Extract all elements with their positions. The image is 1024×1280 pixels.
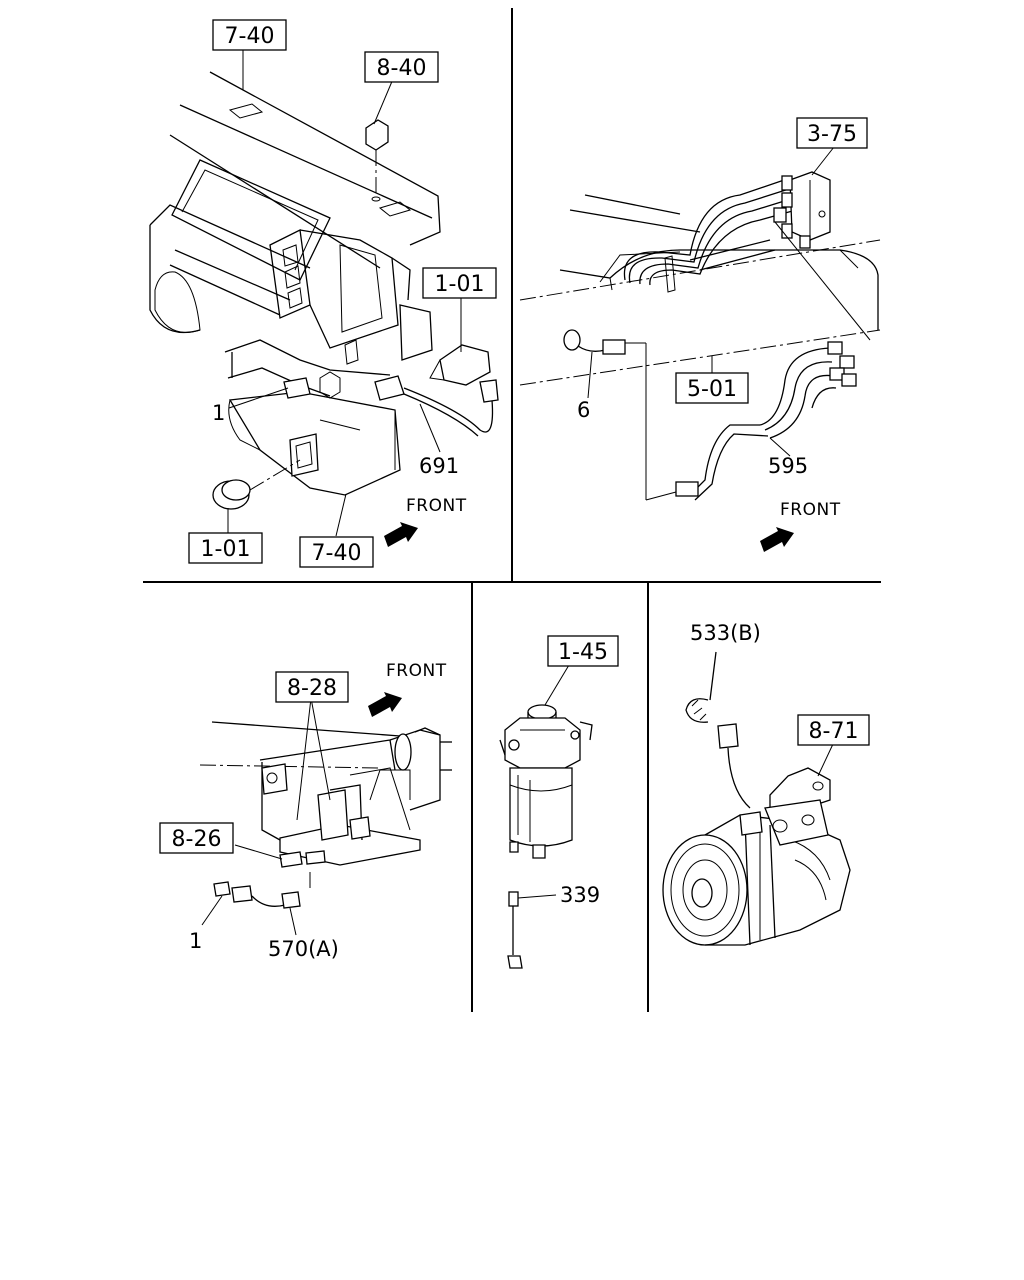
ref-box-7-40-top: 7-40: [212, 19, 287, 51]
ref-box-8-26: 8-26: [159, 822, 234, 854]
ref-box-8-40: 8-40: [364, 51, 439, 83]
svg-text:1-01: 1-01: [201, 537, 251, 562]
part-label-1: 1: [189, 929, 202, 953]
part-label-533b: 533(B): [690, 621, 761, 645]
dashboard-panel: 7-40 8-40 1-01 1-01 7-40 1 691 FRONT: [149, 19, 499, 568]
ref-box-3-75: 3-75: [796, 117, 868, 149]
compressor-panel: 8-71 533(B): [662, 621, 870, 946]
front-direction-label: FRONT: [386, 661, 447, 681]
part-label-6: 6: [577, 398, 590, 422]
filter-panel: 1-45 339: [499, 635, 619, 969]
dashboard-illustration: [149, 50, 499, 547]
ref-box-8-71: 8-71: [797, 714, 870, 746]
part-label-595: 595: [768, 454, 808, 478]
svg-text:3-75: 3-75: [807, 122, 857, 147]
ref-box-7-40-bottom: 7-40: [299, 536, 374, 568]
svg-text:8-28: 8-28: [287, 676, 337, 701]
bracket-panel: 8-28 8-26 1 570(A) FRONT: [159, 661, 452, 961]
part-label-570a: 570(A): [268, 937, 339, 961]
svg-text:7-40: 7-40: [312, 541, 362, 566]
ref-box-8-28: 8-28: [275, 671, 349, 703]
filter-illustration: [499, 664, 593, 969]
bracket-illustration: [199, 692, 452, 936]
svg-text:8-71: 8-71: [809, 719, 859, 744]
lines-illustration: [519, 146, 881, 552]
front-direction-label: FRONT: [406, 496, 467, 516]
ref-box-5-01: 5-01: [675, 372, 749, 404]
lines-panel: 3-75 5-01 6 595 FRONT: [519, 117, 881, 552]
svg-text:8-40: 8-40: [377, 56, 427, 81]
svg-text:7-40: 7-40: [225, 24, 275, 49]
svg-text:1-01: 1-01: [435, 272, 485, 297]
part-label-691: 691: [419, 454, 459, 478]
svg-text:1-45: 1-45: [558, 640, 608, 665]
part-label-339: 339: [560, 883, 600, 907]
ref-box-1-45: 1-45: [547, 635, 619, 667]
front-direction-label: FRONT: [780, 500, 841, 520]
ref-box-1-01-sensor: 1-01: [422, 267, 497, 299]
panel-dividers: [143, 8, 881, 1012]
svg-text:5-01: 5-01: [687, 377, 737, 402]
svg-text:8-26: 8-26: [172, 827, 222, 852]
compressor-illustration: [662, 651, 851, 946]
part-label-1: 1: [212, 401, 225, 425]
ref-box-1-01-knob: 1-01: [188, 532, 263, 564]
